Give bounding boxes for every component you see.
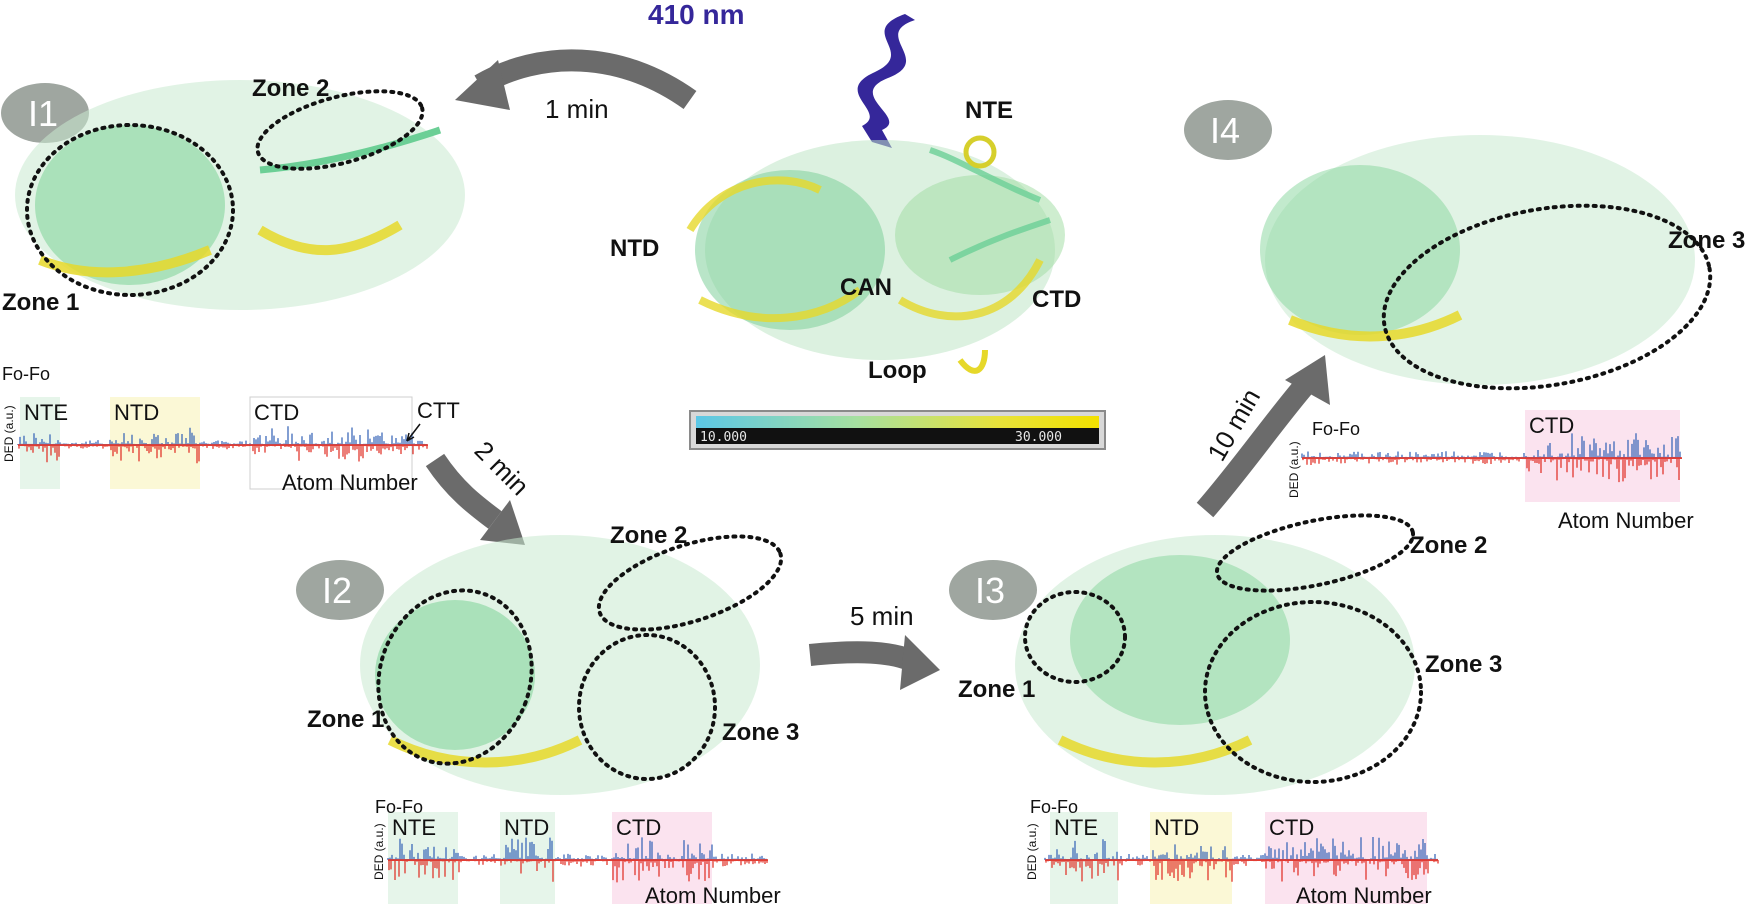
region-label-I2-0: NTE	[392, 815, 436, 840]
plot-xlabel-I2: Atom Number	[645, 883, 781, 908]
plot-xlabel-I1: Atom Number	[282, 470, 418, 495]
zone2-label-I1: Zone 2	[252, 75, 329, 102]
negative-density-trace-I1	[18, 445, 428, 464]
zone2-label-I3: Zone 2	[1410, 532, 1487, 559]
plot-ylabel-I4: DED (a.u.)	[1287, 441, 1301, 498]
region-label-I4-0: CTD	[1529, 413, 1574, 438]
label-ntd: NTD	[610, 235, 659, 262]
plot-title-I1: Fo-Fo	[2, 364, 50, 384]
label-loop: Loop	[868, 357, 927, 384]
zone3-outline-I4	[1381, 203, 1713, 391]
label-ctd: CTD	[1032, 286, 1081, 313]
arrow-to-I3: 5 min	[808, 601, 940, 690]
wavelength-label: 410 nm	[648, 0, 745, 30]
zone1-label-I3: Zone 1	[958, 676, 1035, 703]
zone1-outline-I1	[25, 123, 235, 297]
region-label-I1-0: NTE	[24, 400, 68, 425]
colorbar-min: 10.000	[700, 430, 747, 445]
zone1-label-I2: Zone 1	[307, 706, 384, 733]
svg-text:I2: I2	[322, 570, 352, 611]
region-I2-2	[612, 812, 712, 904]
zone3-label-I2: Zone 3	[722, 719, 799, 746]
zone1-label-I1: Zone 1	[2, 289, 79, 316]
region-label-I2-1: NTD	[504, 815, 549, 840]
badge-I4	[1184, 100, 1272, 160]
region-label-I1-2: CTD	[254, 400, 299, 425]
time-1min: 1 min	[545, 94, 609, 124]
zone3-label-I3: Zone 3	[1425, 651, 1502, 678]
zone2-outline-I1	[255, 89, 425, 171]
plot-title-I4: Fo-Fo	[1312, 419, 1360, 439]
panel-I2: I2 Zone 1 Zone 2 Zone 3	[296, 522, 799, 795]
colorbar-max: 30.000	[1015, 430, 1062, 445]
badge-I3	[949, 560, 1037, 620]
plot-ylabel-I1: DED (a.u.)	[2, 405, 16, 462]
svg-text:I1: I1	[28, 93, 58, 134]
zone3-outline-I3	[1203, 600, 1423, 784]
region-I1-1	[110, 397, 200, 489]
region-label-I1-1: NTD	[114, 400, 159, 425]
central-structure: NTE NTD CAN CTD Loop	[610, 97, 1081, 384]
plot-xlabel-I4: Atom Number	[1558, 508, 1694, 533]
color-bar: 10.000 30.000	[689, 410, 1106, 450]
badge-I2	[296, 560, 384, 620]
region-label-I2-2: CTD	[616, 815, 661, 840]
ctt-label-I1: CTT	[417, 398, 460, 423]
region-label-I3-1: NTD	[1154, 815, 1199, 840]
arrow-to-I2: 2 min	[425, 435, 535, 545]
plot-ylabel-I2: DED (a.u.)	[372, 823, 386, 880]
plot-xlabel-I3: Atom Number	[1296, 883, 1432, 908]
zone2-outline-I2	[596, 534, 784, 632]
plot-ylabel-I3: DED (a.u.)	[1025, 823, 1039, 880]
svg-text:I3: I3	[975, 570, 1005, 611]
zone3-outline-I2	[577, 633, 717, 781]
region-I3-0	[1050, 812, 1118, 904]
panel-I3: I3 Zone 1 Zone 2 Zone 3	[949, 513, 1502, 795]
ctt-pointer-arrow	[406, 423, 421, 442]
zone2-outline-I3	[1214, 513, 1416, 593]
label-can: CAN	[840, 274, 892, 301]
panel-I1: I1 Zone 1 Zone 2	[1, 75, 465, 316]
zone3-label-I4: Zone 3	[1668, 227, 1745, 254]
plot-title-I2: Fo-Fo	[375, 797, 423, 817]
plot-title-I3: Fo-Fo	[1030, 797, 1078, 817]
label-nte: NTE	[965, 97, 1013, 124]
zone1-outline-I3	[1023, 590, 1127, 684]
region-label-I3-2: CTD	[1269, 815, 1314, 840]
time-5min: 5 min	[850, 601, 914, 631]
zone2-label-I2: Zone 2	[610, 522, 687, 549]
region-I3-2	[1265, 812, 1427, 904]
arrow-to-I4: 10 min	[1196, 355, 1330, 518]
panel-I4: I4 Zone 3	[1184, 100, 1745, 391]
arrow-to-I1: 1 min	[455, 49, 697, 124]
positive-density-trace-I1	[17, 426, 427, 445]
time-2min: 2 min	[469, 435, 535, 501]
zone1-outline-I2	[376, 588, 534, 766]
svg-text:I4: I4	[1210, 110, 1240, 151]
region-label-I3-0: NTE	[1054, 815, 1098, 840]
light-wave-icon	[857, 14, 915, 148]
